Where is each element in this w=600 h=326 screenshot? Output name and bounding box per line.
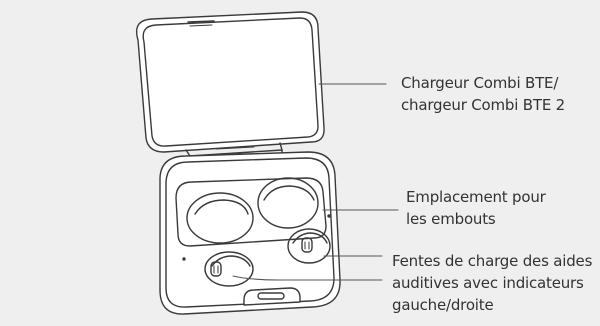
leader-line-slot-left [232, 275, 383, 281]
hearing-aid-slots [204, 228, 331, 287]
earpiece-cavities [186, 177, 319, 244]
charger-base [159, 151, 341, 315]
callout-earpiece-slot: Emplacement pour les embouts [406, 186, 546, 230]
callout-charging-slots-line1: Fentes de charge des aides [392, 252, 593, 270]
callout-charger: Chargeur Combi BTE/ chargeur Combi BTE 2 [401, 72, 565, 116]
callout-charging-slots-line3: gauche/droite [392, 296, 494, 314]
callout-earpiece-slot-line2: les embouts [406, 210, 496, 228]
callout-charging-slots-line2: auditives avec indicateurs [392, 274, 584, 292]
side-indicator-dots [182, 214, 331, 261]
callout-earpiece-slot-line1: Emplacement pour [406, 188, 546, 206]
callout-charger-line1: Chargeur Combi BTE/ [401, 74, 559, 92]
leader-lines [232, 83, 399, 281]
front-latch [243, 287, 301, 306]
callout-charger-line2: chargeur Combi BTE 2 [401, 96, 566, 114]
callout-charging-slots: Fentes de charge des aides auditives ave… [392, 250, 592, 316]
charger-lid [135, 11, 325, 153]
